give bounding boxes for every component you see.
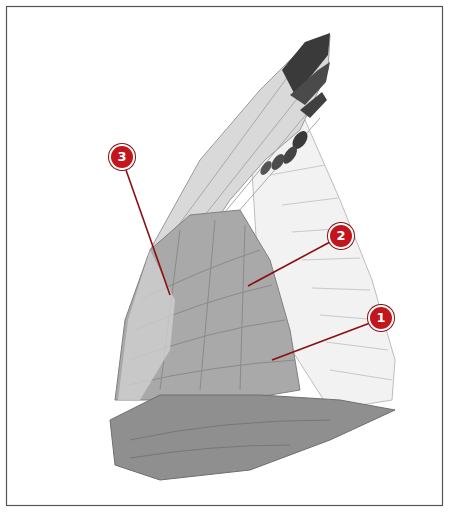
callout-number: 2 xyxy=(328,223,354,249)
callout-number: 1 xyxy=(368,305,394,331)
callout-number: 3 xyxy=(109,144,135,170)
